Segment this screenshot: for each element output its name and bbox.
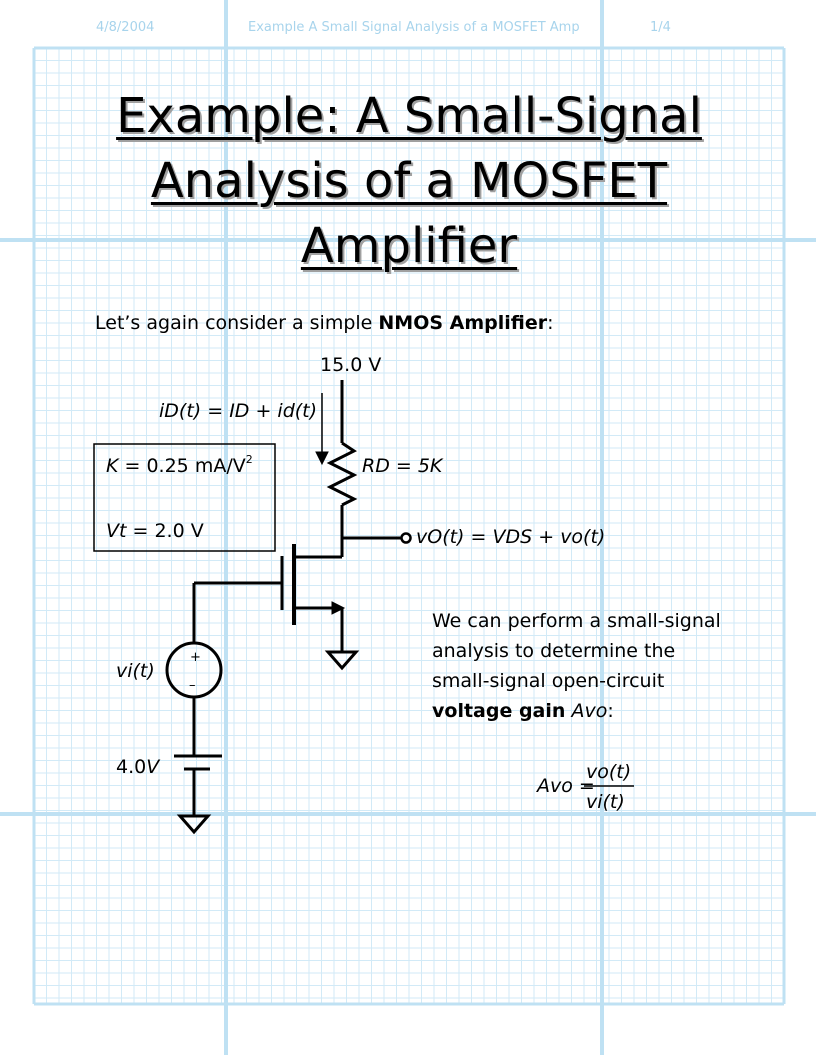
- description-line-4: voltage gain Avo:: [432, 696, 721, 726]
- drain-resistor: [326, 441, 358, 507]
- description-colon: :: [607, 700, 614, 722]
- title-line-1: Example: A Small-Signal: [116, 88, 702, 144]
- header-date: 4/8/2004: [96, 20, 155, 35]
- source-label: vi(t): [116, 660, 155, 682]
- output-terminal: [400, 532, 412, 544]
- description-line-3: small-signal open-circuit: [432, 670, 665, 692]
- mosfet-source-arrow-head: [331, 601, 346, 615]
- title-line-3: Amplifier: [300, 218, 518, 274]
- description-line-1: We can perform a small-signal: [432, 610, 721, 632]
- gain-symbol: Avo: [571, 700, 608, 722]
- header-page-number: 1/4: [650, 20, 671, 35]
- intro-bold: NMOS Amplifier: [378, 312, 548, 334]
- resistor-label: RD = 5K: [362, 455, 444, 477]
- supply-voltage-label: 15.0 V: [320, 354, 381, 376]
- current-arrow-head: [315, 451, 329, 466]
- drain-current-equation: iD(t) = ID + id(t): [159, 400, 317, 422]
- source-minus-sign: –: [189, 678, 196, 693]
- intro-prefix: Let’s again consider a simple: [95, 312, 379, 334]
- gain-lhs: Avo =: [535, 775, 595, 797]
- description-paragraph: We can perform a small-signal analysis t…: [432, 606, 721, 726]
- parameter-box: [93, 443, 276, 552]
- voltage-gain-term: voltage gain: [432, 700, 566, 722]
- header-title: Example A Small Signal Analysis of a MOS…: [248, 20, 580, 35]
- description-line-2: analysis to determine the: [432, 640, 676, 662]
- source-plus-sign: +: [190, 650, 201, 665]
- intro-suffix: :: [547, 312, 554, 334]
- output-voltage-equation: vO(t) = VDS + vo(t): [416, 526, 605, 548]
- source-ground-symbol: [324, 650, 360, 671]
- battery-ground-symbol: [176, 814, 212, 835]
- battery-label: 4.0V: [116, 756, 161, 778]
- intro-sentence: Let’s again consider a simple NMOS Ampli…: [95, 312, 554, 334]
- gain-denominator: vi(t): [586, 791, 625, 813]
- param-k: K = 0.25 mA/V2: [106, 453, 253, 477]
- param-vt: Vt = 2.0 V: [106, 520, 204, 542]
- title-line-2: Analysis of a MOSFET: [150, 153, 668, 209]
- page-title: Example: A Small-Signal Analysis of a MO…: [34, 84, 784, 279]
- gain-numerator: vo(t): [586, 761, 631, 783]
